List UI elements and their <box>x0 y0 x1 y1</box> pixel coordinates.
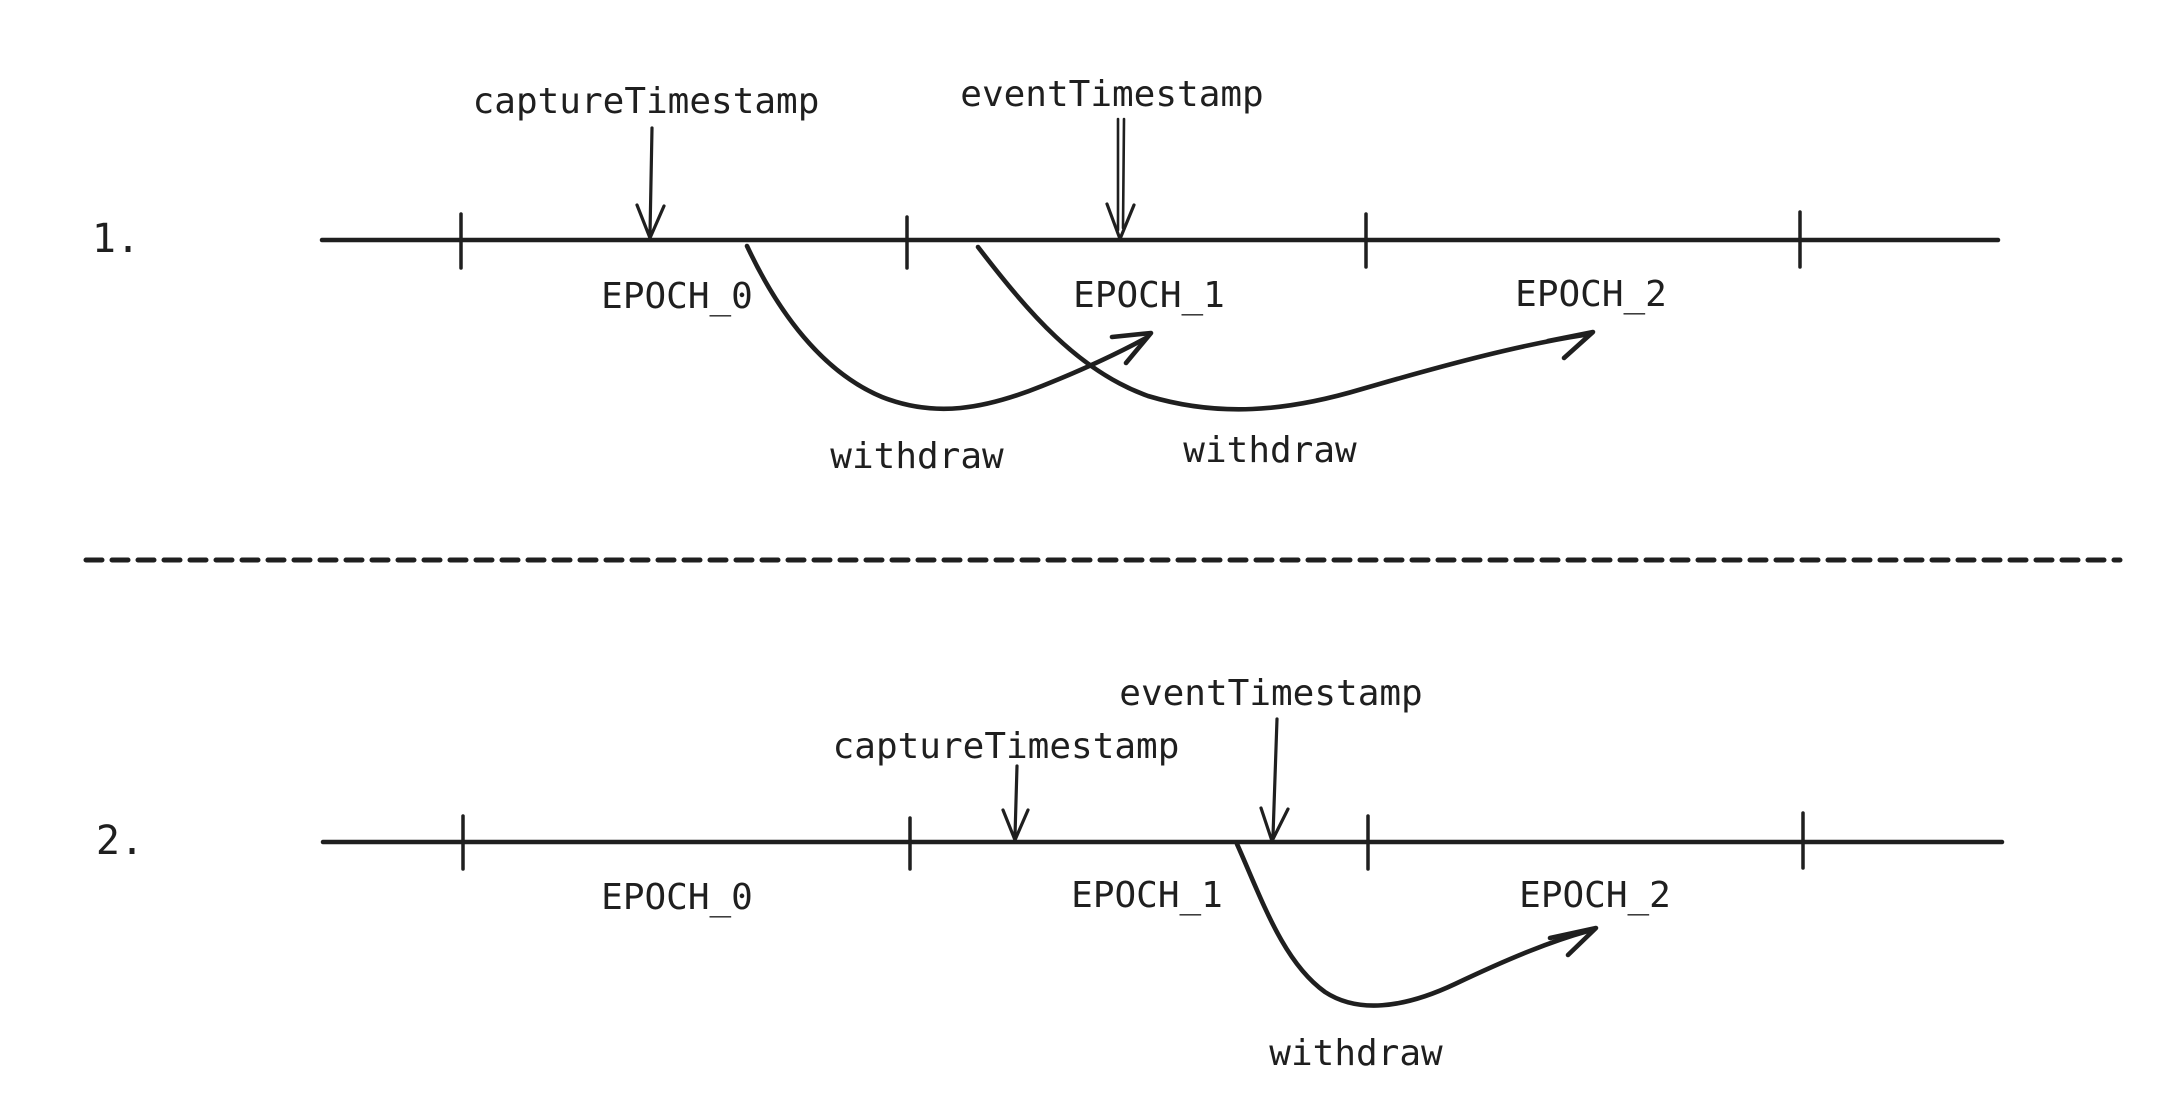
capture-timestamp-arrow <box>1013 764 1019 838</box>
event-timestamp-arrow <box>1121 117 1126 230</box>
withdraw-curve-2 <box>975 244 1587 412</box>
epoch-1-label: EPOCH_1 <box>1073 275 1225 316</box>
capture-timestamp-label: captureTimestamp <box>833 726 1180 767</box>
epoch-2-label: EPOCH_2 <box>1519 875 1671 916</box>
arrowhead-down-icon <box>1001 808 1030 842</box>
capture-timestamp-arrow <box>648 126 654 236</box>
scenario-1: 1. captureTimestamp eventTimestamp EPOCH… <box>92 74 2001 477</box>
withdraw-label-2: withdraw <box>1183 430 1357 471</box>
epoch-0-label: EPOCH_0 <box>601 877 753 918</box>
arrowhead-down-icon <box>1105 202 1136 241</box>
scenario-1-index: 1. <box>92 216 140 262</box>
epoch-0-label: EPOCH_0 <box>601 276 753 317</box>
arrowhead-up-right-icon <box>1545 329 1596 361</box>
capture-timestamp-label: captureTimestamp <box>473 81 820 122</box>
scenario-2: 2. captureTimestamp eventTimestamp EPOCH… <box>96 673 2005 1074</box>
withdraw-curve <box>1234 841 1591 1008</box>
arrowhead-down-icon <box>1259 806 1290 843</box>
event-timestamp-label: eventTimestamp <box>960 74 1263 115</box>
arrowhead-up-right-icon <box>1547 925 1599 958</box>
epoch-2-label: EPOCH_2 <box>1515 274 1667 315</box>
arrowhead-down-icon <box>635 203 666 240</box>
withdraw-curve-1 <box>744 243 1149 412</box>
withdraw-label-1: withdraw <box>830 436 1004 477</box>
scenario-2-index: 2. <box>96 818 144 864</box>
event-timestamp-arrow <box>1271 717 1279 838</box>
epoch-1-label: EPOCH_1 <box>1071 875 1223 916</box>
event-timestamp-label: eventTimestamp <box>1119 673 1422 714</box>
arrowhead-up-right-icon <box>1109 330 1154 366</box>
withdraw-label: withdraw <box>1269 1033 1443 1074</box>
